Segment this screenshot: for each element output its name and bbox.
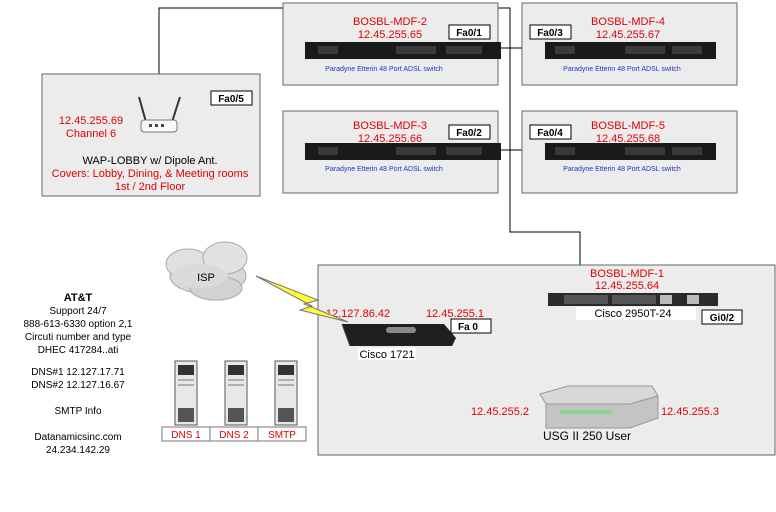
att-line: DNS#1 12.127.17.71 bbox=[31, 367, 125, 378]
switch-label-tag bbox=[576, 307, 696, 320]
usg-firewall bbox=[539, 385, 659, 429]
gi-port: Gi0/2 bbox=[710, 313, 735, 324]
mdf2-device-label: Paradyne Etterin 48 Port ADSL switch bbox=[325, 66, 443, 73]
mdf4-port-tag bbox=[529, 24, 572, 40]
wap-device bbox=[138, 96, 181, 133]
mdf3-ip: 12.45.255.66 bbox=[358, 133, 422, 145]
mdf2-port-tag bbox=[448, 24, 491, 40]
att-line: SMTP Info bbox=[54, 406, 101, 417]
router-label: Cisco 1721 bbox=[359, 349, 414, 361]
wap-channel: Channel 6 bbox=[66, 128, 116, 140]
core-box: BOSBL-MDF-1 12.45.255.64 Cisco 2950T-24 … bbox=[317, 264, 776, 456]
wap-ip: 12.45.255.69 bbox=[59, 115, 123, 127]
mdf2-port: Fa0/1 bbox=[456, 28, 482, 39]
cisco-switch bbox=[548, 293, 718, 306]
server-labels-frame bbox=[161, 426, 307, 442]
mdf1-ip: 12.45.255.64 bbox=[595, 280, 659, 292]
router-label-tag bbox=[358, 348, 416, 360]
fw-left-ip: 12.45.255.2 bbox=[471, 406, 529, 418]
wap-box: Fa0/5 12.45.255.69 Channel 6 WAP-LOBBY w… bbox=[41, 73, 261, 197]
att-line: DHEC 417284..ati bbox=[38, 345, 119, 356]
mdf2-ip: 12.45.255.65 bbox=[358, 29, 422, 41]
att-info: AT&T Support 24/7 888-613-6330 option 2,… bbox=[24, 292, 133, 456]
isp-cloud-icon: ISP bbox=[165, 241, 248, 301]
mdf5-box: BOSBL-MDF-5 12.45.255.68 Fa0/4 Paradyne … bbox=[521, 110, 738, 194]
wap-port: Fa0/5 bbox=[218, 94, 244, 105]
server-smtp bbox=[274, 360, 298, 426]
router-port: Fa 0 bbox=[458, 322, 478, 333]
mdf3-device-label: Paradyne Etterin 48 Port ADSL switch bbox=[325, 166, 443, 173]
mdf4-port: Fa0/3 bbox=[537, 28, 563, 39]
att-line: Datanamicsinc.com bbox=[34, 432, 121, 443]
att-line: Support 24/7 bbox=[49, 306, 107, 317]
mdf5-name: BOSBL-MDF-5 bbox=[591, 120, 665, 132]
wap-floors: 1st / 2nd Floor bbox=[115, 181, 186, 193]
mdf2-name: BOSBL-MDF-2 bbox=[353, 16, 427, 28]
mdf5-ip: 12.45.255.68 bbox=[596, 133, 660, 145]
wan-lightning-icon bbox=[255, 275, 349, 323]
router-wan-ip: 12.127.86.42 bbox=[326, 308, 390, 320]
server-label-dns2: DNS 2 bbox=[219, 430, 249, 441]
mdf4-name: BOSBL-MDF-4 bbox=[591, 16, 665, 28]
att-title: AT&T bbox=[64, 292, 93, 304]
server-label-smtp: SMTP bbox=[268, 430, 296, 441]
mdf2-box: BOSBL-MDF-2 12.45.255.65 Fa0/1 Paradyne … bbox=[282, 2, 501, 86]
mdf4-box: BOSBL-MDF-4 12.45.255.67 Fa0/3 Paradyne … bbox=[521, 2, 738, 86]
mdf5-port-tag bbox=[529, 124, 572, 140]
wap-port-tag bbox=[210, 90, 253, 106]
fw-right-ip: 12.45.255.3 bbox=[661, 406, 719, 418]
mdf3-port: Fa0/2 bbox=[456, 128, 482, 139]
router-lan-ip: 12.45.255.1 bbox=[426, 308, 484, 320]
mdf5-port: Fa0/4 bbox=[537, 128, 563, 139]
server-dns1 bbox=[174, 360, 198, 426]
att-line: 888-613-6330 option 2,1 bbox=[24, 319, 133, 330]
mdf4-device-label: Paradyne Etterin 48 Port ADSL switch bbox=[563, 66, 681, 73]
att-line: DNS#2 12.127.16.67 bbox=[31, 380, 125, 391]
att-line: Circuti number and type bbox=[25, 332, 132, 343]
mdf3-port-tag bbox=[448, 124, 491, 140]
gi-port-tag bbox=[701, 309, 743, 325]
server-label-dns1: DNS 1 bbox=[171, 430, 201, 441]
switch-label: Cisco 2950T-24 bbox=[594, 308, 671, 320]
fw-label: USG II 250 User bbox=[543, 429, 631, 443]
servers: DNS 1 DNS 2 SMTP bbox=[161, 360, 307, 442]
mdf4-ip: 12.45.255.67 bbox=[596, 29, 660, 41]
cisco-router bbox=[341, 323, 456, 347]
mdf5-device-label: Paradyne Etterin 48 Port ADSL switch bbox=[563, 166, 681, 173]
wap-title: WAP-LOBBY w/ Dipole Ant. bbox=[82, 155, 217, 167]
att-line: 24.234.142.29 bbox=[46, 445, 110, 456]
mdf3-box: BOSBL-MDF-3 12.45.255.66 Fa0/2 Paradyne … bbox=[282, 110, 501, 194]
mdf1-name: BOSBL-MDF-1 bbox=[590, 268, 664, 280]
isp-label: ISP bbox=[197, 272, 215, 284]
server-dns2 bbox=[224, 360, 248, 426]
router-port-tag bbox=[450, 318, 492, 334]
wap-covers: Covers: Lobby, Dining, & Meeting rooms bbox=[52, 168, 249, 180]
mdf3-name: BOSBL-MDF-3 bbox=[353, 120, 427, 132]
